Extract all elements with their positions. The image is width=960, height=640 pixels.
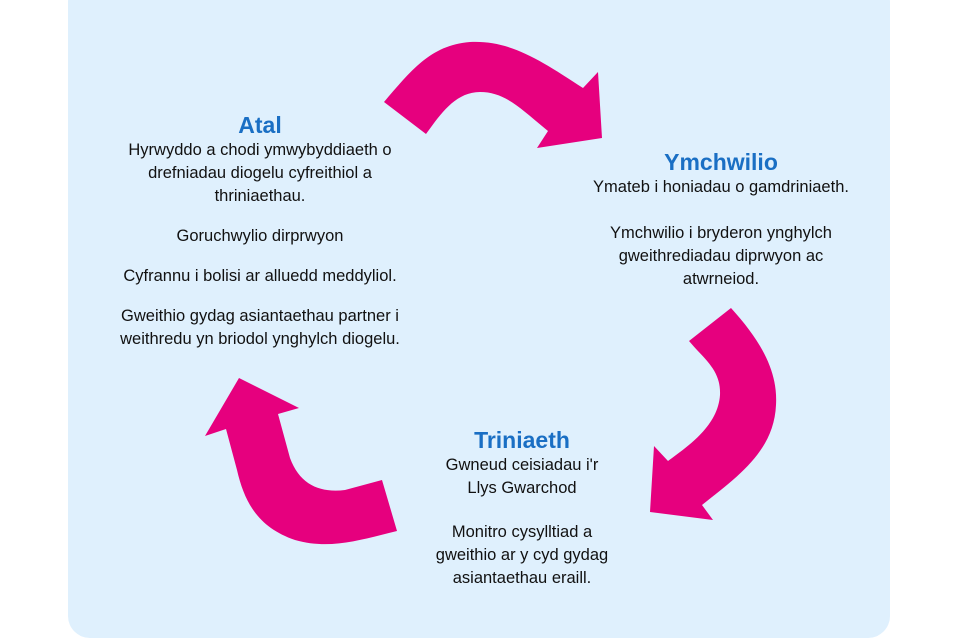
diagram-background — [68, 0, 890, 638]
ymchwilio-title: Ymchwilio — [664, 149, 778, 175]
ymchwilio-paragraph: Ymchwilio i bryderon ynghylch gweithredi… — [560, 222, 882, 291]
text-line: weithredu yn briodol ynghylch diogelu. — [120, 330, 400, 348]
arrow-triniaeth-to-atal-icon — [205, 378, 397, 545]
triniaeth-paragraph: Gwneud ceisiadau i'r Llys Gwarchod — [402, 454, 642, 500]
atal-paragraph: Goruchwylio dirprwyon — [60, 225, 460, 248]
triniaeth-paragraph: Monitro cysylltiad a gweithio ar y cyd g… — [402, 521, 642, 590]
text-line: atwrneiod. — [682, 270, 760, 288]
arrow-ymchwilio-to-triniaeth-icon — [650, 308, 777, 520]
text-line: gweithrediadau diprwyon ac — [618, 247, 824, 265]
text-line: Cyfrannu i bolisi ar alluedd meddyliol. — [123, 267, 397, 285]
text-line: Ymchwilio i bryderon ynghylch — [610, 224, 832, 242]
text-line: gweithio ar y cyd gydag — [435, 546, 609, 564]
atal-section: Atal Hyrwyddo a chodi ymwybyddiaeth o dr… — [60, 111, 460, 351]
text-line: Llys Gwarchod — [467, 479, 577, 497]
text-line: asiantaethau eraill. — [452, 569, 592, 587]
text-line: drefniadau diogelu cyfreithiol a — [148, 164, 372, 182]
ymchwilio-paragraph: Ymateb i honiadau o gamdriniaeth. — [560, 176, 882, 199]
text-line: Hyrwyddo a chodi ymwybyddiaeth o — [128, 141, 392, 159]
arrow-atal-to-ymchwilio-icon — [384, 41, 602, 149]
triniaeth-section: Triniaeth Gwneud ceisiadau i'r Llys Gwar… — [402, 426, 642, 590]
text-line: Gwneud ceisiadau i'r — [445, 456, 599, 474]
triniaeth-title: Triniaeth — [474, 427, 570, 453]
atal-title: Atal — [238, 112, 282, 138]
text-line: Gweithio gydag asiantaethau partner i — [121, 307, 399, 325]
text-line: Monitro cysylltiad a — [451, 523, 593, 541]
ymchwilio-section: Ymchwilio Ymateb i honiadau o gamdriniae… — [560, 148, 882, 291]
atal-paragraph: Gweithio gydag asiantaethau partner i we… — [60, 305, 460, 351]
text-line: Goruchwylio dirprwyon — [176, 227, 344, 245]
text-line: thriniaethau. — [214, 187, 306, 205]
atal-paragraph: Cyfrannu i bolisi ar alluedd meddyliol. — [60, 265, 460, 288]
atal-paragraph: Hyrwyddo a chodi ymwybyddiaeth o drefnia… — [60, 139, 460, 208]
text-line: Ymateb i honiadau o gamdriniaeth. — [593, 178, 849, 196]
